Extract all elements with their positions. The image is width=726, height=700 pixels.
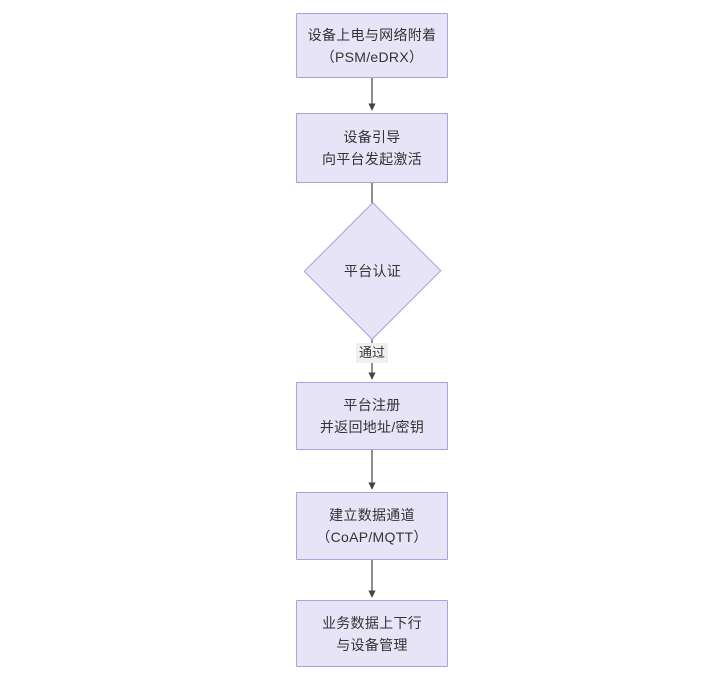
node-power-on-line-2: （PSM/eDRX）: [320, 48, 424, 65]
node-power-on-line-1: 设备上电与网络附着: [307, 26, 437, 43]
node-data-channel-line-1: 建立数据通道: [329, 507, 415, 523]
node-platform-register-line-2: 并返回地址/密钥: [319, 419, 425, 435]
node-bootstrap-line-1: 设备引导: [343, 129, 401, 145]
node-platform-auth: 平台认证: [303, 202, 442, 340]
node-business-data-line-2: 与设备管理: [336, 636, 408, 653]
node-platform-register-line-1: 平台注册: [343, 397, 401, 413]
node-bootstrap-line-2: 向平台发起激活: [321, 151, 423, 167]
node-data-channel-line-2: （CoAP/MQTT）: [316, 529, 428, 545]
node-power-on: 设备上电与网络附着 （PSM/eDRX）: [296, 13, 448, 78]
node-business-data-line-1: 业务数据上下行: [321, 614, 423, 631]
node-business-data: 业务数据上下行 与设备管理: [296, 600, 448, 667]
edge-label-auth-pass: 通过: [355, 343, 389, 363]
node-platform-register: 平台注册 并返回地址/密钥: [296, 382, 448, 450]
node-bootstrap: 设备引导 向平台发起激活: [296, 113, 448, 183]
node-data-channel: 建立数据通道 （CoAP/MQTT）: [296, 492, 448, 560]
node-platform-auth-label: 平台认证: [343, 263, 402, 279]
